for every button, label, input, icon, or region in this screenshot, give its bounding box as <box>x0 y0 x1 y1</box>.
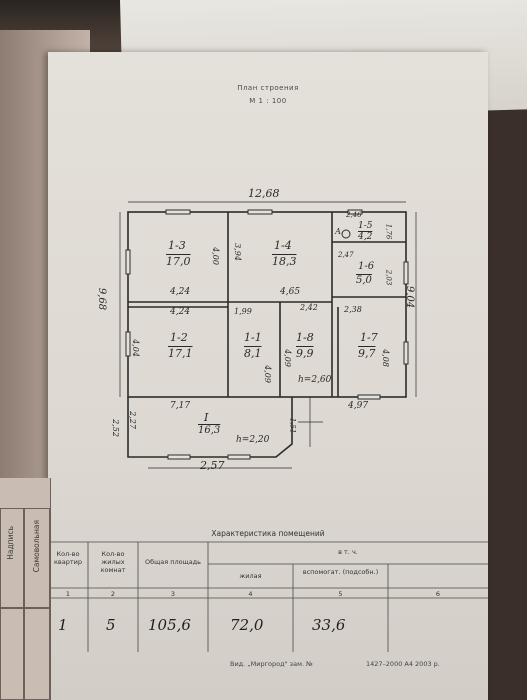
dim-top: 12,68 <box>248 187 280 200</box>
room-1-1-area: 8,1 <box>244 347 262 360</box>
table-header-total-area: Общая площадь <box>144 558 202 566</box>
room-1-5-id: 1-5 <box>358 221 373 231</box>
room-1-3-id: 1-3 <box>168 239 186 252</box>
dim-bottom: 2,57 <box>200 459 225 472</box>
room-1-6-area: 5,0 <box>356 275 372 286</box>
table-title: Характеристика помещений <box>211 529 325 538</box>
room-1-2-width: 4,24 <box>170 307 191 317</box>
value-living-area: 72,0 <box>230 616 264 634</box>
left-stamp-strip: Надпись Самовольная <box>0 478 51 700</box>
floor-plan <box>119 201 417 469</box>
value-total-area: 105,6 <box>148 616 191 634</box>
stamp-cell-3 <box>0 608 24 700</box>
room-1-8-width: 2,42 <box>300 303 318 312</box>
col-num-1: 1 <box>65 590 71 598</box>
plan-scale: М 1 : 100 <box>249 97 287 105</box>
table-header-auxiliary: вспомогат. (подсобн.) <box>302 568 379 576</box>
stamp-cell-4 <box>24 608 50 700</box>
room-1-5-width: 2,46 <box>346 211 362 219</box>
room-1-2-area: 17,1 <box>168 347 193 360</box>
room-1-2-id: 1-2 <box>170 331 188 344</box>
room-I-area: 16,3 <box>198 425 221 436</box>
ceiling-height-inner: h=2,60 <box>298 375 332 385</box>
boiler-symbol: А <box>335 227 342 236</box>
room-1-8-area: 9,9 <box>296 347 314 360</box>
room-1-4-id: 1-4 <box>274 239 292 252</box>
room-1-7-area: 9,7 <box>358 347 376 360</box>
table-grid <box>48 541 488 652</box>
room-1-3-width: 4,24 <box>170 287 191 297</box>
stamp-label-bottom: Самовольная <box>32 520 41 573</box>
plan-title: План строения <box>237 84 299 92</box>
room-1-1-id: 1-1 <box>244 331 262 344</box>
room-1-6-width: 2,47 <box>338 251 354 259</box>
footer-code: 1427–2000 А4 2003 р. <box>366 660 440 668</box>
value-rooms: 5 <box>106 616 116 634</box>
room-1-1-width: 1,99 <box>234 307 252 316</box>
col-num-3: 3 <box>170 590 176 598</box>
table-header-apartments: Кол-во квартир <box>53 550 82 567</box>
stamp-label-top: Надпись <box>6 526 15 560</box>
room-1-3-area: 17,0 <box>166 255 191 268</box>
room-1-4-area: 18,3 <box>272 255 297 268</box>
room-1-8-id: 1-8 <box>296 331 314 344</box>
col-num-5: 5 <box>338 590 343 598</box>
room-1-7-id: 1-7 <box>360 331 378 344</box>
value-apartments: 1 <box>58 616 68 634</box>
footer-publisher: Вид. „Миргород" зам. № <box>230 660 313 668</box>
room-I-width: 7,17 <box>170 401 191 411</box>
room-1-5-area: 4,2 <box>358 232 373 242</box>
value-auxiliary-area: 33,6 <box>312 616 346 634</box>
dim-bottom-right: 4,97 <box>348 401 369 411</box>
stamp-cell-2 <box>24 508 50 608</box>
table-header-living: жилая <box>239 572 262 580</box>
room-I-id: I <box>204 411 209 424</box>
col-num-6: 6 <box>435 590 441 598</box>
room-1-6-id: 1-6 <box>358 261 375 272</box>
room-1-7-width: 2,38 <box>344 305 362 314</box>
ceiling-height-veranda: h=2,20 <box>236 435 270 445</box>
document-page: План строения М 1 : 100 <box>48 52 488 700</box>
col-num-2: 2 <box>110 590 116 598</box>
table-header-rooms: Кол-во жилых комнат <box>100 550 126 575</box>
room-1-4-width: 4,65 <box>280 287 301 297</box>
col-num-4: 4 <box>248 590 253 598</box>
stamp-cell-1 <box>0 508 24 608</box>
table-header-including: в т. ч. <box>338 548 358 556</box>
